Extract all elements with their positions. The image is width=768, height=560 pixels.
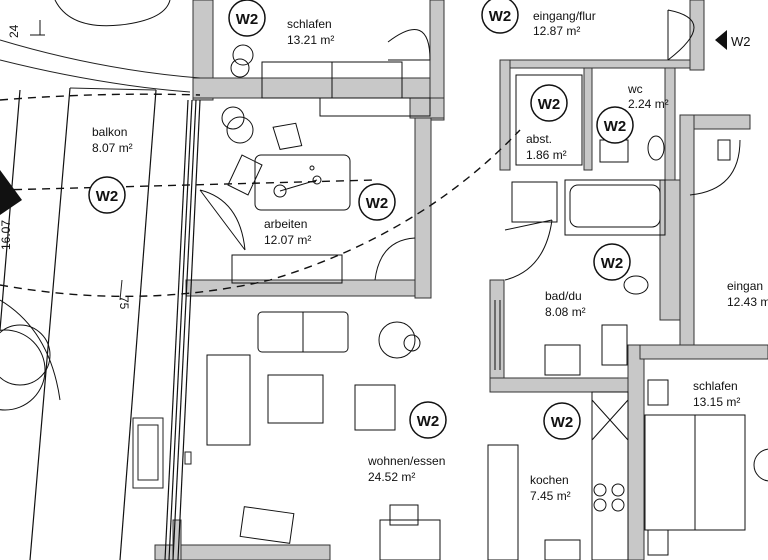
badge-schlafen-top: W2 [228, 0, 266, 37]
room-area-schlafen-right: 13.15 m² [693, 395, 740, 409]
svg-text:W2: W2 [489, 8, 512, 25]
svg-text:W2: W2 [366, 195, 389, 212]
room-name-arbeiten: arbeiten [264, 217, 307, 231]
room-area-bad-du: 8.08 m² [545, 305, 586, 319]
room-area-eingang-flur: 12.87 m² [533, 24, 580, 38]
balcony-outline [0, 39, 201, 489]
room-name-schlafen-top: schlafen [287, 17, 332, 31]
room-area-arbeiten: 12.07 m² [264, 233, 311, 247]
room-name-wc: wc [627, 82, 643, 96]
site-curves [0, 0, 171, 411]
room-name-wohnen-essen: wohnen/essen [367, 454, 445, 468]
badge-bad-du: W2 [593, 243, 631, 281]
badge-wc: W2 [596, 106, 634, 144]
room-name-abst: abst. [526, 132, 552, 146]
svg-text:W2: W2 [551, 414, 574, 431]
walls [154, 0, 768, 560]
badge-abst: W2 [530, 84, 568, 122]
room-area-schlafen-top: 13.21 m² [287, 33, 334, 47]
badge-balkon: W2 [88, 176, 126, 214]
svg-text:W2: W2 [96, 188, 119, 205]
badge-wohnen-essen: W2 [409, 401, 447, 439]
room-name-schlafen-right: schlafen [693, 379, 738, 393]
dim-24: 24 [7, 24, 21, 38]
svg-text:W2: W2 [604, 118, 627, 135]
pointer-label: W2 [731, 34, 751, 49]
badge-kochen: W2 [543, 402, 581, 440]
facade-lines [0, 87, 201, 560]
section-markers [0, 30, 727, 215]
room-area-kochen: 7.45 m² [530, 489, 571, 503]
room-area-wohnen-essen: 24.52 m² [368, 470, 415, 484]
unit-badges: W2 W2 W2 W2 W2 W2 W2 W2 W2 [88, 0, 634, 440]
svg-text:W2: W2 [236, 11, 259, 28]
room-area-balkon: 8.07 m² [92, 141, 133, 155]
room-name-eingang-right: eingan [727, 279, 763, 293]
room-name-bad-du: bad/du [545, 289, 582, 303]
svg-text:W2: W2 [601, 255, 624, 272]
room-area-eingang-right: 12.43 m [727, 295, 768, 309]
room-area-wc: 2.24 m² [628, 97, 669, 111]
svg-text:W2: W2 [417, 413, 440, 430]
furniture [206, 44, 768, 560]
badge-arbeiten: W2 [358, 183, 396, 221]
room-name-kochen: kochen [530, 473, 569, 487]
room-name-eingang-flur: eingang/flur [533, 9, 596, 23]
room-name-balkon: balkon [92, 125, 127, 139]
room-labels: schlafen 13.21 m² eingang/flur 12.87 m² … [92, 9, 768, 503]
door-swings [199, 9, 741, 370]
badge-eingang-flur: W2 [481, 0, 519, 34]
room-area-abst: 1.86 m² [526, 148, 567, 162]
dim-75: 75 [117, 296, 131, 310]
dashed-arcs [0, 93, 521, 298]
dim-16: 16.07 [0, 220, 13, 250]
svg-text:W2: W2 [538, 96, 561, 113]
